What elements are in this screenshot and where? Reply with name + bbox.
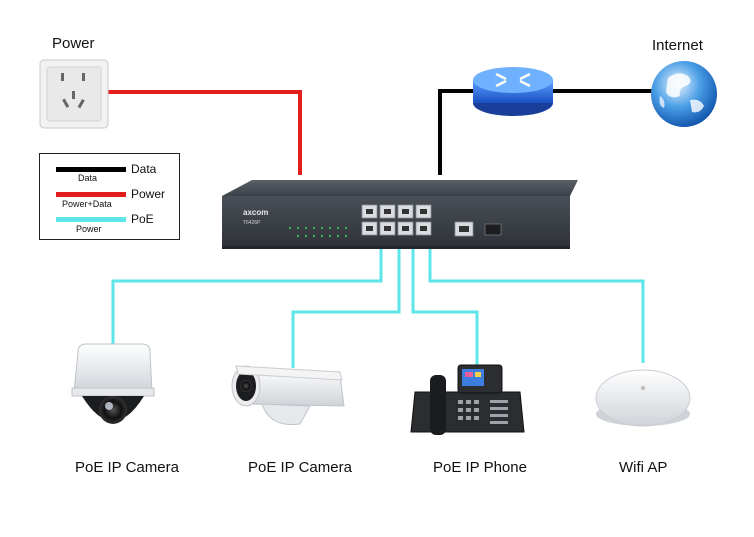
internet-label: Internet	[652, 37, 703, 54]
router-icon	[473, 67, 553, 116]
power-label: Power	[52, 35, 95, 52]
dome-camera-label: PoE IP Camera	[75, 459, 179, 476]
bullet-camera-label: PoE IP Camera	[248, 459, 352, 476]
legend-data-sub: Data	[78, 173, 98, 183]
status-leds	[288, 226, 348, 238]
dome-camera-icon	[71, 343, 155, 424]
globe-icon	[651, 61, 717, 127]
legend-data-line	[56, 167, 126, 172]
uplink-port	[454, 221, 474, 237]
switch-brand: axcom	[243, 208, 268, 217]
bullet-camera-icon	[231, 365, 345, 426]
wifi-ap-label: Wifi AP	[619, 459, 668, 476]
legend-power-sub: Power+Data	[62, 199, 112, 209]
data-cables	[438, 89, 655, 175]
legend-data-label: Data	[131, 162, 157, 176]
switch-model: T6426P	[243, 220, 261, 226]
legend-power-label: Power	[131, 187, 166, 201]
poe-cables	[111, 248, 645, 368]
legend-poe-sub: Power	[76, 224, 102, 234]
power-cable	[108, 90, 302, 175]
legend-power-line	[56, 192, 126, 197]
poe-switch: axcom T6426P	[222, 180, 578, 249]
legend-poe-line	[56, 217, 126, 222]
sfp-port	[484, 223, 502, 236]
ip-phone-icon	[410, 364, 525, 435]
wifi-ap-icon	[595, 369, 691, 427]
legend-poe-label: PoE	[131, 212, 154, 226]
power-outlet-icon	[39, 59, 109, 129]
legend: Data Data Power Power+Data PoE Power	[39, 153, 180, 240]
ip-phone-label: PoE IP Phone	[433, 459, 527, 476]
